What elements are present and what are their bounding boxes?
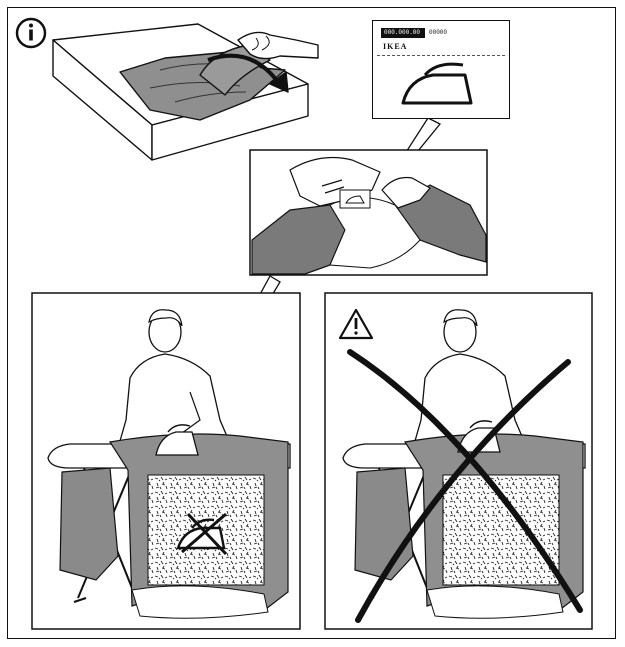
no-iron-symbol — [176, 512, 228, 556]
care-label: 000.000.00 00000 IKEA — [372, 20, 510, 119]
info-icon — [15, 17, 47, 49]
brand-logo-text: IKEA — [383, 42, 408, 51]
supplier-number: 00000 — [429, 29, 448, 36]
prohibited-x-mark — [347, 349, 583, 623]
gray-fabric — [59, 467, 119, 581]
hands-panel — [249, 149, 488, 276]
hand — [237, 31, 319, 60]
iron-icon — [401, 62, 473, 105]
box-side — [151, 83, 309, 161]
iron — [155, 431, 199, 456]
warning-ironing-panel — [324, 292, 593, 630]
fabric-box-scene — [52, 23, 319, 161]
person-body — [117, 353, 233, 449]
small-care-tag — [339, 189, 371, 209]
article-number: 000.000.00 — [381, 28, 425, 38]
curved-arrow — [207, 53, 280, 84]
correct-ironing-panel — [31, 292, 301, 630]
hand-right — [381, 176, 431, 209]
label-divider — [377, 55, 505, 56]
instruction-frame — [7, 7, 616, 639]
warning-triangle-icon — [338, 308, 374, 340]
dark-fabric-right — [394, 184, 487, 263]
